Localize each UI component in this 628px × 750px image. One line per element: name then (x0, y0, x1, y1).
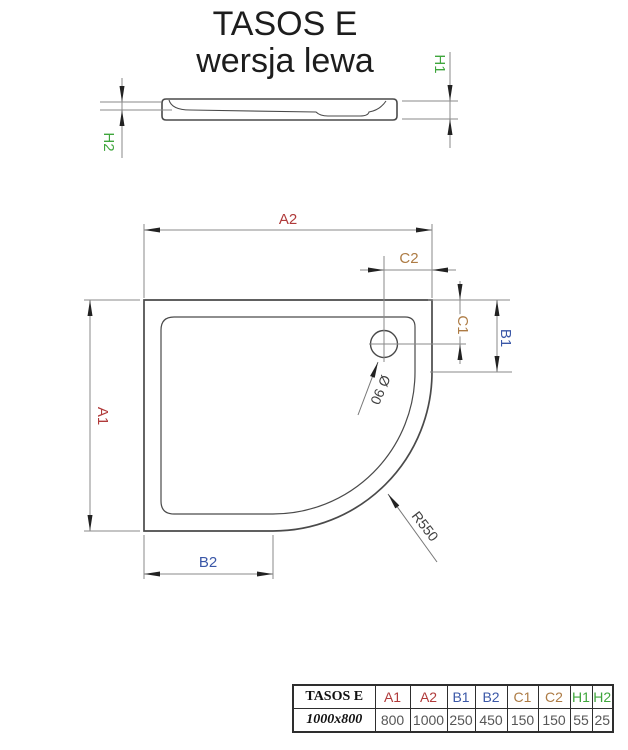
dim-c2: C2 (360, 248, 456, 273)
table-value-a1: 800 (374, 708, 411, 733)
table-header-c1: C1 (506, 684, 539, 709)
h1-label: H1 (431, 54, 448, 73)
table-size: 1000x800 (292, 708, 376, 733)
corner-radius-label: R550 (409, 508, 442, 544)
table-header-b2: B2 (474, 684, 508, 709)
table-header-h1: H1 (569, 684, 593, 709)
table-value-h1: 55 (569, 708, 593, 733)
c2-label: C2 (399, 250, 418, 267)
dim-a2: A2 (143, 209, 433, 298)
dim-c1: C1 (428, 281, 510, 364)
product-name: TASOS E (212, 5, 358, 43)
table-header-h2: H2 (591, 684, 614, 709)
table-header-c2: C2 (537, 684, 571, 709)
table-value-c2: 150 (537, 708, 571, 733)
drain-leader-line (357, 361, 379, 416)
plan-view (143, 256, 466, 532)
radius-leader-line (387, 493, 438, 563)
tray-inner-rim (160, 316, 416, 515)
dim-b1: B1 (430, 300, 517, 373)
dim-h2: H2 (98, 78, 172, 158)
table-value-b2: 450 (474, 708, 508, 733)
dimension-table: TASOS E A1 A2 B1 B2 C1 C2 H1 H2 1000x800… (292, 684, 614, 733)
version-subtitle: wersja lewa (196, 42, 374, 80)
profile-outline (161, 98, 398, 121)
b2-label: B2 (199, 554, 217, 571)
b1-label: B1 (497, 329, 514, 347)
table-value-a2: 1000 (409, 708, 448, 733)
table-value-c1: 150 (506, 708, 539, 733)
table-header-b1: B1 (446, 684, 476, 709)
dim-b2: B2 (143, 535, 274, 579)
drain-diameter-label: Ø 90 (367, 373, 394, 407)
h2-label: H2 (100, 132, 117, 151)
table-header-row: TASOS E A1 A2 B1 B2 C1 C2 H1 H2 (292, 684, 614, 709)
c1-label: C1 (454, 315, 471, 334)
dim-a1: A1 (84, 299, 140, 532)
table-value-row: 1000x800 800 1000 250 450 150 150 55 25 (292, 708, 614, 733)
dim-h1: H1 (402, 52, 458, 148)
drawing-title: TASOS E wersja lewa (0, 6, 570, 80)
table-header-a2: A2 (409, 684, 448, 709)
a2-label: A2 (279, 211, 297, 228)
a1-label: A1 (94, 407, 111, 425)
tray-outer-outline (143, 299, 433, 532)
profile-basin-line (168, 99, 387, 117)
profile-view (161, 98, 398, 121)
table-value-h2: 25 (591, 708, 614, 733)
table-model-name: TASOS E (292, 684, 376, 709)
table-header-a1: A1 (374, 684, 411, 709)
corner-radius-callout: R550 (387, 493, 444, 563)
table-value-b1: 250 (446, 708, 476, 733)
drain-diameter-callout: Ø 90 (357, 361, 396, 416)
